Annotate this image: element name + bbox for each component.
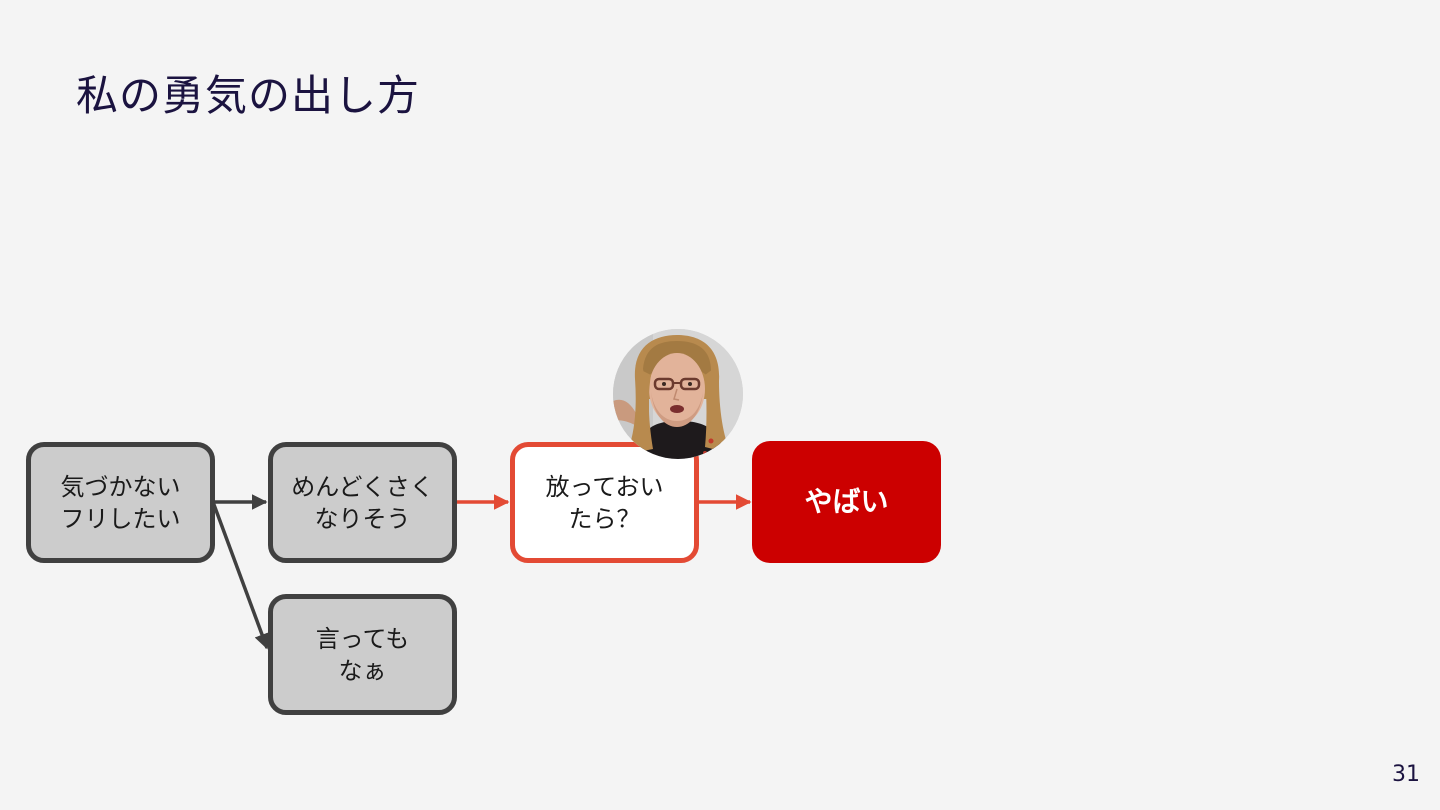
slide-title: 私の勇気の出し方: [76, 71, 421, 120]
node-label: 放っておい たら？: [545, 472, 664, 533]
node-label: めんどくさく なりそう: [291, 472, 434, 533]
edge-n1-n5: [211, 501, 270, 650]
node-label: 気づかない フリしたい: [60, 472, 181, 533]
page-number: 31: [1392, 762, 1420, 787]
node-yabai: やばい: [752, 441, 941, 563]
node-label: やばい: [804, 485, 889, 518]
node-ittemo: 言っても なぁ: [268, 594, 457, 715]
node-kizukanai: 気づかない フリしたい: [26, 442, 215, 563]
node-label: 言っても なぁ: [315, 624, 410, 685]
node-mendokusaku: めんどくさく なりそう: [268, 442, 457, 563]
node-hottoitara: 放っておい たら？: [510, 442, 699, 563]
speaker-portrait-image: [613, 329, 743, 459]
speaker-photo: [613, 329, 743, 459]
